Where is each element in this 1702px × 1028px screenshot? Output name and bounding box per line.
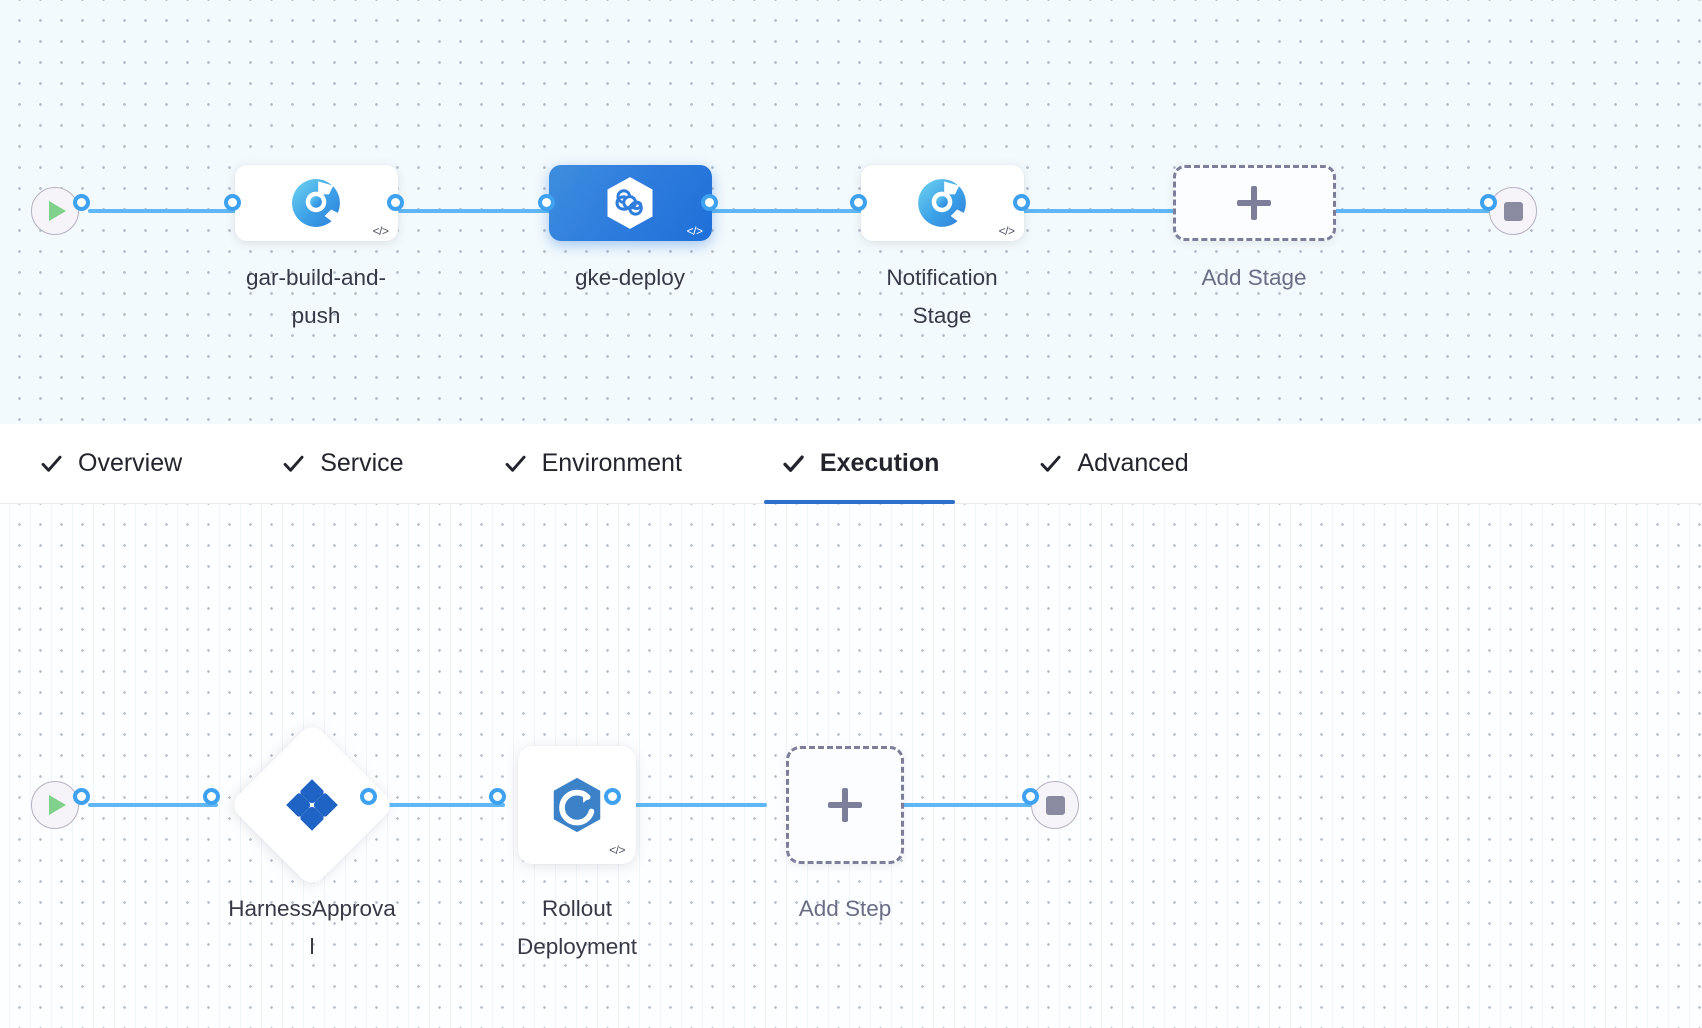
port-stage-2-in[interactable] — [538, 194, 555, 211]
port-stage-1-out[interactable] — [387, 194, 404, 211]
port-stage-1-in[interactable] — [224, 194, 241, 211]
step-label: HarnessApproval — [228, 896, 396, 959]
add-step-button[interactable] — [786, 746, 904, 864]
step-node-harness-approval[interactable]: HarnessApproval — [228, 721, 396, 966]
stage-box[interactable]: </> — [234, 165, 398, 241]
code-badge[interactable]: </> — [372, 224, 389, 238]
tab-overview[interactable]: Overview — [22, 424, 198, 503]
pipeline-end-node[interactable] — [1489, 187, 1537, 235]
stage-node-gke-deploy[interactable]: </> gke-deploy — [546, 165, 714, 297]
port-start-out[interactable] — [73, 194, 90, 211]
check-icon — [502, 450, 529, 477]
tab-execution[interactable]: Execution — [763, 424, 956, 504]
stage-config-tabs: Overview Service Environment Execution A — [0, 424, 1702, 504]
edge-step-1-to-step-2 — [375, 803, 505, 807]
play-icon — [49, 201, 66, 221]
port-step-1-out[interactable] — [360, 788, 377, 805]
tab-label: Environment — [541, 449, 682, 477]
port-exec-end-in[interactable] — [1022, 788, 1039, 805]
port-step-2-in[interactable] — [489, 788, 506, 805]
check-icon — [280, 450, 307, 477]
check-icon — [38, 450, 65, 477]
plus-icon — [828, 788, 862, 822]
pipeline-start-node[interactable] — [31, 187, 79, 235]
code-badge[interactable]: </> — [609, 843, 625, 857]
edge-start-to-step-1 — [88, 803, 218, 807]
play-icon — [49, 795, 66, 815]
harness-approval-icon — [286, 779, 338, 831]
add-stage-button[interactable] — [1172, 165, 1336, 241]
port-stage-3-out[interactable] — [1013, 194, 1030, 211]
plus-icon — [1237, 186, 1271, 220]
port-step-2-out[interactable] — [604, 788, 621, 805]
stage-label: Notification Stage — [886, 265, 998, 328]
port-end-in[interactable] — [1480, 194, 1497, 211]
stage-node-notification-stage[interactable]: </> Notification Stage — [858, 165, 1026, 335]
code-badge[interactable]: </> — [686, 224, 703, 238]
harness-ci-build-icon — [292, 179, 340, 227]
stage-graph-canvas[interactable]: </> gar-build-and-push </> gke-deploy — [0, 0, 1702, 424]
edge-stage-2-to-stage-3 — [710, 209, 862, 213]
step-diamond-box[interactable] — [228, 721, 396, 889]
port-stage-2-out[interactable] — [701, 194, 718, 211]
edge-add-stage-to-end — [1330, 209, 1500, 213]
add-stage-label: Add Stage — [1201, 265, 1307, 290]
port-step-1-in[interactable] — [203, 788, 220, 805]
stage-node-gar-build-and-push[interactable]: </> gar-build-and-push — [232, 165, 400, 335]
edge-stage-3-to-add-stage — [1022, 209, 1182, 213]
harness-ci-build-icon — [918, 179, 966, 227]
stage-label: gke-deploy — [574, 265, 686, 290]
step-box[interactable]: </> — [518, 746, 636, 864]
port-exec-start-out[interactable] — [73, 788, 90, 805]
tab-label: Service — [320, 449, 404, 477]
code-badge[interactable]: </> — [998, 224, 1015, 238]
tab-label: Overview — [78, 449, 183, 477]
tab-service[interactable]: Service — [264, 424, 419, 503]
step-node-rollout-deployment[interactable]: </> Rollout Deployment — [493, 746, 661, 966]
tab-label: Advanced — [1077, 449, 1189, 477]
kubernetes-rollout-icon — [553, 777, 601, 833]
add-step-node[interactable]: Add Step — [761, 746, 929, 928]
edge-step-2-to-add-step — [617, 803, 767, 807]
check-icon — [780, 450, 807, 477]
stage-box[interactable]: </> — [860, 165, 1024, 241]
harness-cd-hexagon-icon — [607, 177, 653, 229]
edge-start-to-stage-1 — [88, 209, 236, 213]
step-icon-wrap — [283, 776, 341, 834]
stop-icon — [1045, 795, 1065, 815]
stage-box[interactable]: </> — [548, 165, 712, 241]
port-stage-3-in[interactable] — [850, 194, 867, 211]
execution-start-node[interactable] — [31, 781, 79, 829]
stage-label: gar-build-and-push — [245, 265, 387, 328]
add-stage-node[interactable]: Add Stage — [1170, 165, 1338, 297]
edge-add-step-to-end — [880, 803, 1035, 807]
check-icon — [1037, 450, 1064, 477]
tab-environment[interactable]: Environment — [486, 424, 698, 503]
step-label: Rollout Deployment — [516, 896, 638, 959]
add-step-label: Add Step — [798, 896, 892, 921]
stop-icon — [1503, 201, 1523, 221]
execution-graph-canvas[interactable]: HarnessApproval </> Rollout Deployment — [0, 504, 1702, 1028]
execution-end-node[interactable] — [1031, 781, 1079, 829]
tab-advanced[interactable]: Advanced — [1021, 424, 1204, 503]
tab-label: Execution — [819, 449, 940, 477]
edge-stage-1-to-stage-2 — [398, 209, 558, 213]
